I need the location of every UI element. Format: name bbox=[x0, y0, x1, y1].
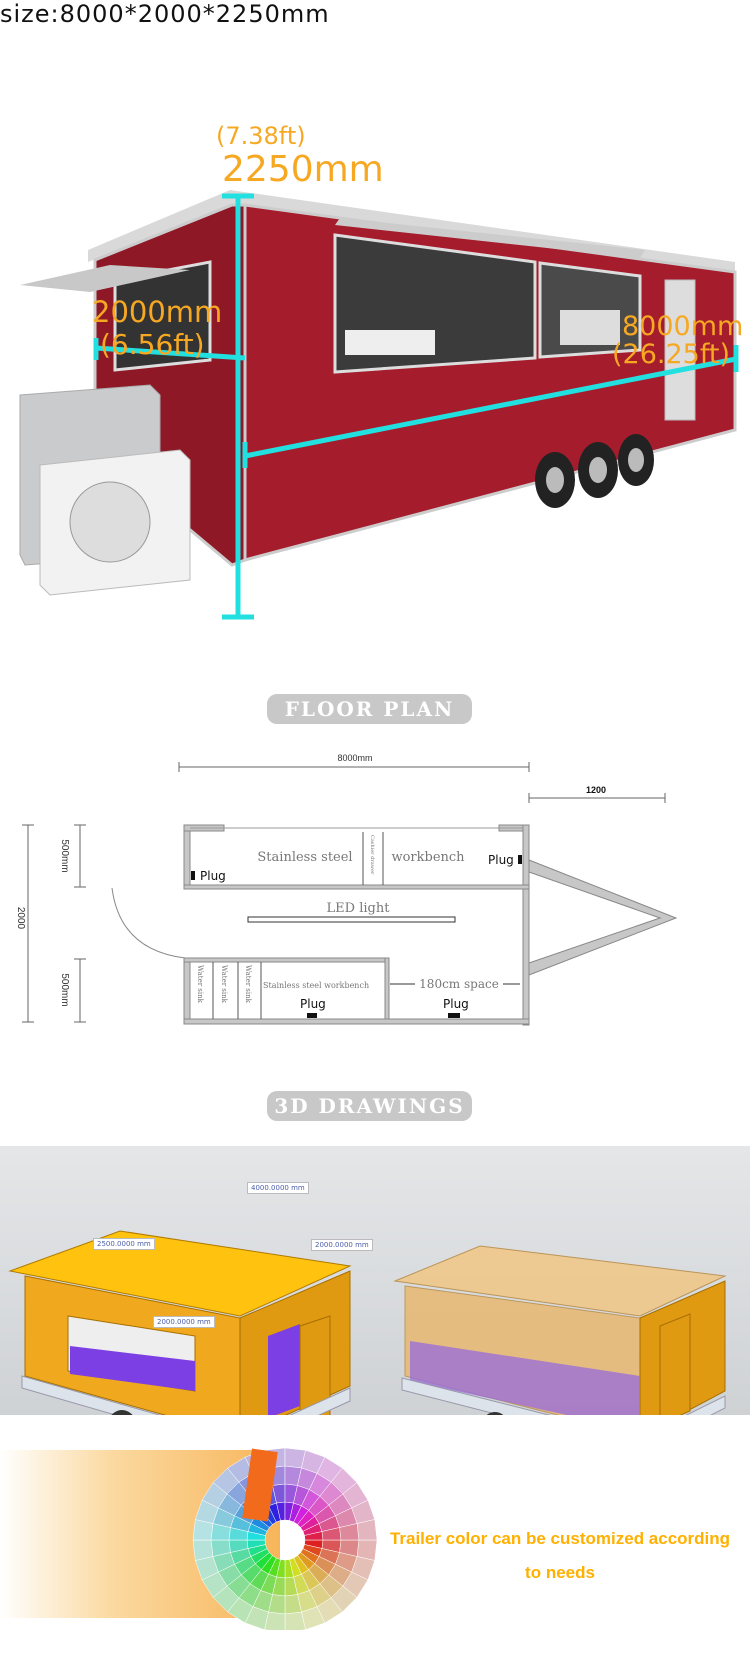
side-door bbox=[664, 279, 696, 421]
sink-3: Water sink bbox=[244, 965, 252, 1004]
wall bbox=[522, 824, 530, 1026]
length-ft-label: (26.25ft) bbox=[612, 339, 730, 370]
upper-bench-right: workbench bbox=[391, 850, 465, 865]
rendering-solid bbox=[8, 1230, 352, 1472]
awning bbox=[20, 265, 190, 292]
wheels bbox=[535, 434, 654, 508]
floor-plan-drawing: 8000mm 1200 2000 500mm 500mm Stainless s… bbox=[15, 753, 678, 1026]
width-ft-label: (6.56ft) bbox=[100, 328, 205, 361]
plug-label: Plug bbox=[200, 869, 226, 883]
awning bbox=[335, 218, 645, 258]
width-line bbox=[95, 345, 246, 361]
plug-icon bbox=[518, 855, 522, 864]
rendering-transparent bbox=[393, 1245, 727, 1474]
cad-dimension-label: 2000.0000 mm bbox=[153, 1316, 215, 1328]
tongue bbox=[528, 859, 678, 976]
cad-dimension-label: 4000.0000 mm bbox=[247, 1182, 309, 1194]
height-mm-label: 2250mm bbox=[222, 149, 384, 190]
wall bbox=[384, 957, 390, 1023]
swatch-card bbox=[242, 1448, 278, 1522]
color-custom-text: Trailer color can be customized accordin… bbox=[389, 1529, 731, 1582]
lower-bench: Stainless steel workbench bbox=[263, 981, 369, 990]
cashier-drawer: Cashier drawer bbox=[369, 835, 375, 875]
overall-width: 2000 bbox=[15, 907, 26, 930]
floor-plan-heading: FLOOR PLAN bbox=[267, 694, 472, 724]
plug-icon bbox=[448, 1013, 460, 1018]
led-label: LED light bbox=[327, 901, 391, 916]
lower-depth: 500mm bbox=[59, 973, 70, 1006]
color-swatch bbox=[284, 1611, 306, 1630]
length-line bbox=[244, 356, 737, 459]
ac-fan bbox=[69, 481, 151, 563]
3d-renderings bbox=[8, 1230, 727, 1474]
color-swatch bbox=[356, 1519, 378, 1541]
trailer-photo bbox=[19, 190, 739, 620]
size-title: size:8000*2000*2250mm bbox=[0, 0, 330, 28]
3d-drawings-heading: 3D DRAWINGS bbox=[267, 1091, 472, 1121]
tongue-length: 1200 bbox=[586, 785, 606, 795]
wall bbox=[183, 884, 530, 890]
wall bbox=[183, 957, 389, 963]
front-window bbox=[113, 260, 212, 372]
overall-length: 8000mm bbox=[337, 753, 372, 763]
wall bbox=[183, 957, 191, 1025]
plug-icon bbox=[307, 1013, 317, 1018]
equipment bbox=[560, 310, 620, 345]
sink-2: Water sink bbox=[220, 965, 228, 1004]
cad-dimension-label: 2500.0000 mm bbox=[93, 1238, 155, 1250]
equipment bbox=[345, 330, 435, 355]
plug-label: Plug bbox=[488, 853, 514, 867]
wall bbox=[183, 824, 191, 889]
wall bbox=[183, 1018, 530, 1025]
plug-label: Plug bbox=[443, 997, 469, 1011]
sink-1: Water sink bbox=[196, 965, 204, 1004]
space-label: 180cm space bbox=[419, 977, 499, 991]
upper-bench-left: Stainless steel bbox=[257, 850, 352, 865]
plug-label: Plug bbox=[300, 997, 326, 1011]
cad-dimension-label: 2000.0000 mm bbox=[311, 1239, 373, 1251]
dimension-lines bbox=[93, 193, 739, 620]
color-fan-swatch bbox=[192, 1447, 378, 1630]
length-mm-label: 8000mm bbox=[622, 311, 744, 342]
plug-icon bbox=[191, 871, 195, 880]
color-swatch bbox=[192, 1539, 214, 1561]
upper-depth: 500mm bbox=[59, 839, 70, 872]
3d-drawings-panel bbox=[0, 1146, 750, 1474]
led-light-bar bbox=[247, 916, 456, 923]
width-mm-label: 2000mm bbox=[92, 295, 223, 329]
height-ft-label: (7.38ft) bbox=[216, 122, 306, 150]
